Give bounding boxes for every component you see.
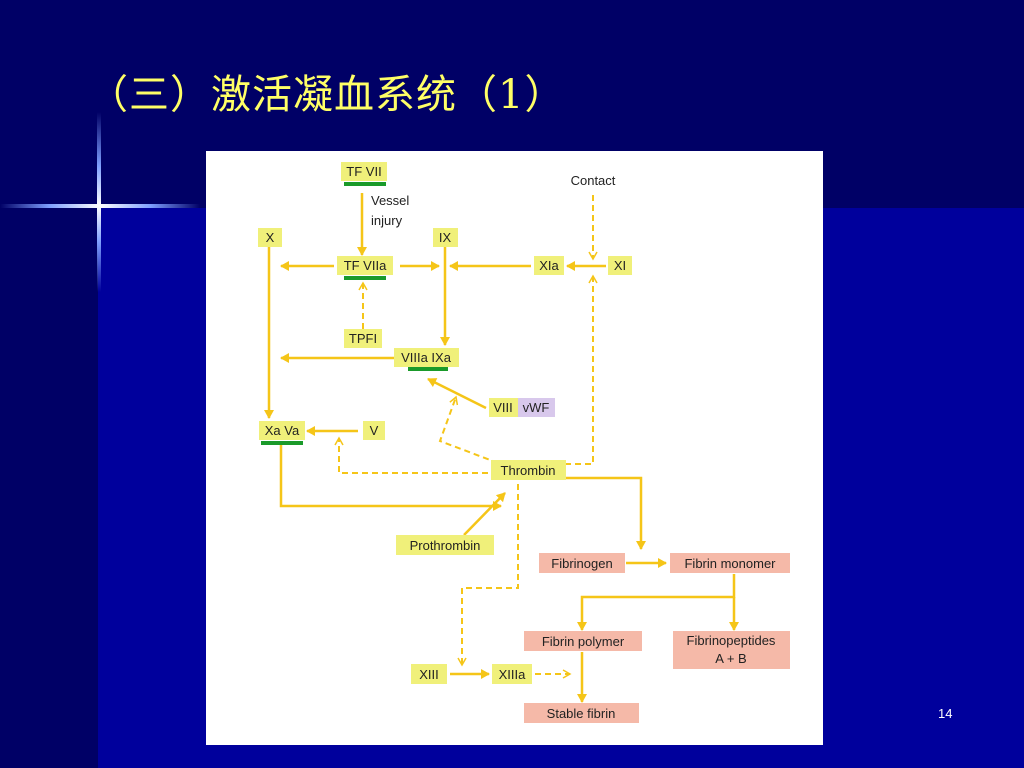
box-xia (534, 256, 564, 275)
light-flare-vertical (97, 112, 101, 292)
label-ix: IX (439, 230, 452, 245)
dashed-thrombin-to-xi (565, 274, 598, 465)
box-fibrinogen (539, 553, 625, 573)
box-prothrombin (396, 535, 494, 555)
label-tf-vii: TF VII (346, 164, 381, 179)
box-viii (489, 398, 518, 417)
box-stable-fibrin (524, 703, 639, 723)
node-boxes (258, 162, 790, 723)
bar-tf-vii (344, 182, 386, 186)
label-contact: Contact (571, 173, 616, 188)
label-fibrinogen: Fibrinogen (551, 556, 612, 571)
box-fibrin-polymer (524, 631, 642, 651)
dashed-thrombin-to-viii (438, 395, 499, 464)
diagram-panel: TF VII Vessel injury Contact X IX TF VII… (206, 151, 823, 745)
label-injury: injury (371, 213, 403, 228)
membrane-bars (261, 182, 448, 445)
label-fibrin-monomer: Fibrin monomer (684, 556, 776, 571)
label-xa-va: Xa Va (265, 423, 300, 438)
label-xia: XIa (539, 258, 559, 273)
label-stable-fibrin: Stable fibrin (547, 706, 616, 721)
box-x (258, 228, 282, 247)
box-ix (433, 228, 458, 247)
arrow-xava-to-thrombin (279, 445, 502, 511)
label-x: X (266, 230, 275, 245)
label-prothrombin: Prothrombin (410, 538, 481, 553)
bar-tf-viia (344, 276, 386, 280)
label-xiii: XIII (419, 667, 439, 682)
box-thrombin (491, 460, 566, 480)
page-number: 14 (938, 706, 953, 721)
slide-title: （三）激活凝血系统（1） (88, 72, 566, 118)
box-tf-vii (341, 162, 387, 181)
label-vwf: vWF (523, 400, 550, 415)
solid-arrows (264, 193, 739, 703)
label-v: V (370, 423, 379, 438)
box-xiiia (492, 664, 532, 684)
label-xi: XI (614, 258, 626, 273)
dashed-thrombin-to-xiii (457, 484, 519, 667)
label-fibrinopeptides: Fibrinopeptides (687, 633, 776, 648)
label-thrombin: Thrombin (501, 463, 556, 478)
coagulation-cascade-diagram: TF VII Vessel injury Contact X IX TF VII… (258, 162, 790, 723)
label-viiia-ixa: VIIIa IXa (401, 350, 452, 365)
label-xiiia: XIIIa (499, 667, 527, 682)
label-tpfi: TPFI (349, 331, 377, 346)
label-viii: VIII (493, 400, 513, 415)
node-labels: TF VII Vessel injury Contact X IX TF VII… (265, 164, 776, 721)
box-vwf (518, 398, 555, 417)
label-tf-viia: TF VIIa (344, 258, 387, 273)
bar-viiia-ixa (408, 367, 448, 371)
arrow-prothrombin-to-thrombin (463, 492, 506, 536)
box-viiia-ixa (394, 348, 459, 367)
arrow-viii-to-viiia (427, 377, 487, 410)
dashed-thrombin-to-xava (334, 436, 498, 474)
box-fibrinopeptides (673, 631, 790, 669)
label-fibrin-polymer: Fibrin polymer (542, 634, 625, 649)
box-fibrin-monomer (670, 553, 790, 573)
box-xa-va (259, 421, 305, 440)
box-xiii (411, 664, 447, 684)
label-vessel: Vessel (371, 193, 409, 208)
box-tf-viia (337, 256, 393, 275)
arrow-thrombin-to-fibrinogen (565, 476, 646, 550)
bar-xa-va (261, 441, 303, 445)
dashed-arrows (334, 195, 598, 679)
label-fibrinopeptides-ab: A + B (715, 651, 746, 666)
arrow-monomer-to-polymer (577, 574, 736, 631)
box-v (363, 421, 385, 440)
box-xi (608, 256, 632, 275)
background-left (0, 208, 98, 768)
box-tpfi (344, 329, 382, 348)
